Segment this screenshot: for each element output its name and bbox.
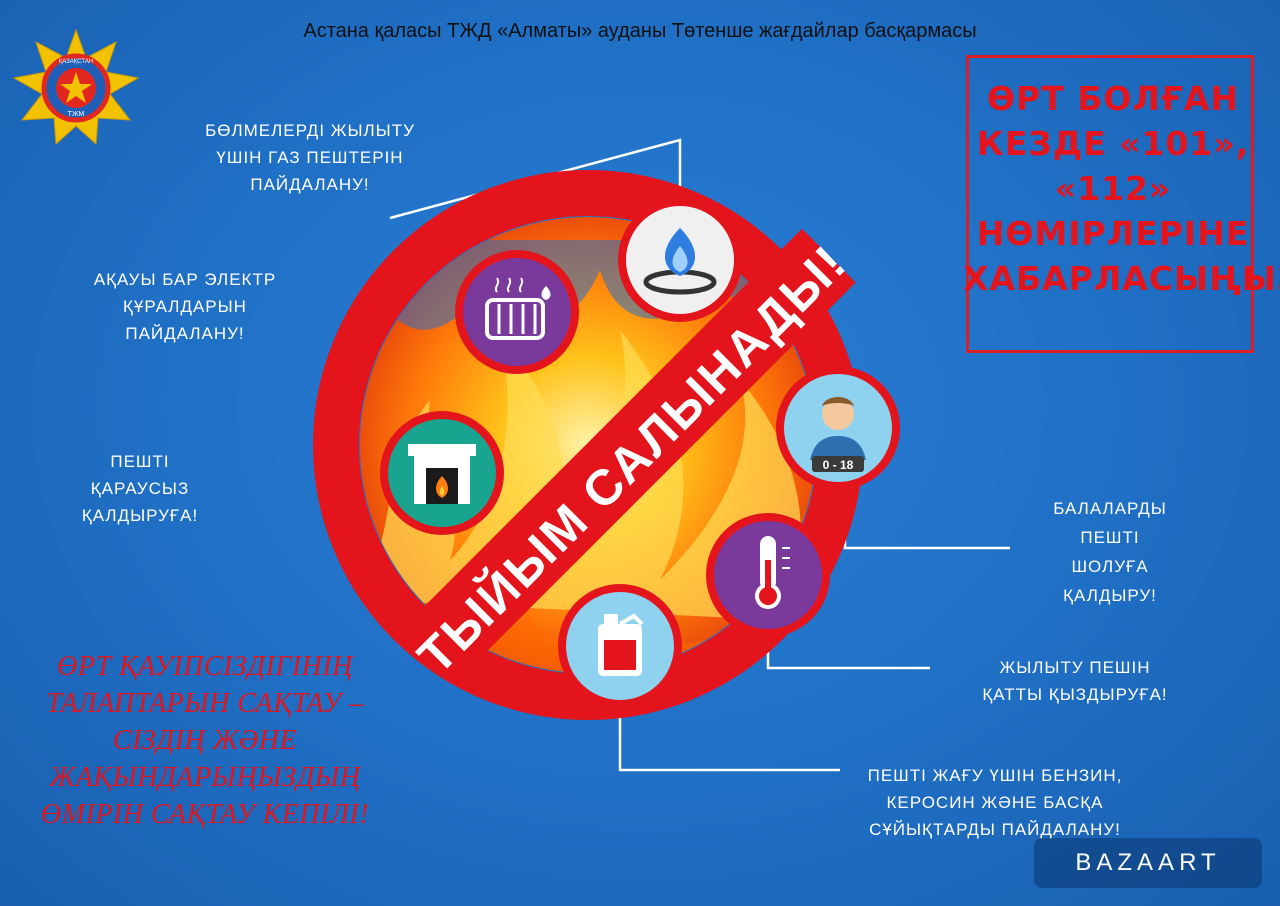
rule-label-overheat: ЖЫЛЫТУ ПЕШІН ҚАТТЫ ҚЫЗДЫРУҒА! (945, 654, 1205, 708)
warning-line-4: НӨМІРЛЕРІНЕ (976, 214, 1250, 253)
rule-label-faulty-electric: АҚАУЫ БАР ЭЛЕКТР ҚҰРАЛДАРЫН ПАЙДАЛАНУ! (55, 266, 315, 347)
gas-burner-icon (618, 198, 742, 322)
header-title: Астана қаласы ТЖД «Алматы» ауданы Төтенш… (303, 20, 977, 42)
radiator-heater-icon (455, 250, 579, 374)
rule-children-line-4: ҚАЛДЫРУ! (1063, 586, 1157, 605)
rule-unattended-line-2: ҚАРАУСЫЗ (90, 479, 190, 498)
rule-gas-line-3: ПАЙДАЛАНУ! (250, 175, 370, 194)
emblem-text-top: ҚАЗАҚСТАН (59, 59, 94, 65)
warning-line-1: ӨРТ БОЛҒАН (987, 79, 1239, 118)
fireplace-icon (380, 411, 504, 535)
rule-overheat-line-2: ҚАТТЫ ҚЫЗДЫРУҒА! (982, 685, 1168, 704)
slogan-line-5: ӨМІРІН САҚТАУ КЕПІЛІ! (40, 799, 370, 830)
rule-label-children: БАЛАЛАРДЫ ПЕШТІ ШОЛУҒА ҚАЛДЫРУ! (1010, 494, 1210, 610)
rule-unattended-line-1: ПЕШТІ (110, 452, 170, 471)
rule-gasoline-line-1: ПЕШТІ ЖАҒУ ҮШІН БЕНЗИН, (867, 766, 1123, 785)
rule-gas-line-2: ҮШІН ГАЗ ПЕШТЕРІН (216, 148, 404, 167)
rule-gas-line-1: БӨЛМЕЛЕРДІ ЖЫЛЫТУ (205, 121, 415, 140)
slogan-line-2: ТАЛАПТАРЫН САҚТАУ – (46, 688, 364, 719)
rule-electric-line-3: ПАЙДАЛАНУ! (125, 324, 245, 343)
fuel-canister-icon (558, 584, 682, 708)
slogan-line-1: ӨРТ ҚАУІПСІЗДІГІНІҢ (57, 651, 353, 682)
rule-children-line-2: ПЕШТІ (1080, 528, 1140, 547)
child-age-badge: 0 - 18 (823, 458, 854, 472)
rule-children-line-1: БАЛАЛАРДЫ (1053, 499, 1167, 518)
warning-line-5: ХАБАРЛАСЫҢЫЗ (963, 259, 1280, 298)
emblem-text-bottom: ТЖМ (68, 111, 85, 118)
rule-label-gasoline: ПЕШТІ ЖАҒУ ҮШІН БЕНЗИН, КЕРОСИН ЖӘНЕ БАС… (820, 762, 1170, 843)
rule-label-unattended-stove: ПЕШТІ ҚАРАУСЫЗ ҚАЛДЫРУҒА! (40, 448, 240, 529)
thermometer-icon (706, 513, 830, 637)
slogan-line-3: СІЗДІҢ ЖӘНЕ (112, 725, 298, 756)
fire-safety-slogan: ӨРТ ҚАУІПСІЗДІГІНІҢ ТАЛАПТАРЫН САҚТАУ – … (20, 648, 390, 833)
rule-label-gas-stove: БӨЛМЕЛЕРДІ ЖЫЛЫТУ ҮШІН ГАЗ ПЕШТЕРІН ПАЙД… (160, 117, 460, 198)
rule-children-line-3: ШОЛУҒА (1071, 557, 1149, 576)
connector-children (843, 480, 1010, 550)
warning-line-2: КЕЗДЕ «101», (976, 124, 1250, 163)
warning-line-3: «112» (1054, 169, 1172, 208)
emergency-service-star-emblem-icon: ҚАЗАҚСТАН ТЖМ (12, 28, 140, 146)
rule-overheat-line-1: ЖЫЛЫТУ ПЕШІН (999, 658, 1151, 677)
bazaart-watermark: BAZAART (1034, 838, 1262, 888)
rule-gasoline-line-3: СҰЙЫҚТАРДЫ ПАЙДАЛАНУ! (869, 820, 1121, 839)
rule-unattended-line-3: ҚАЛДЫРУҒА! (81, 506, 199, 525)
rule-electric-line-1: АҚАУЫ БАР ЭЛЕКТР (93, 270, 277, 289)
emergency-call-warning-text: ӨРТ БОЛҒАН КЕЗДЕ «101», «112» НӨМІРЛЕРІН… (963, 76, 1280, 301)
emergency-call-warning-box: ӨРТ БОЛҒАН КЕЗДЕ «101», «112» НӨМІРЛЕРІН… (963, 55, 1280, 353)
slogan-line-4: ЖАҚЫНДАРЫҢЫЗДЫҢ (49, 762, 361, 793)
rule-gasoline-line-2: КЕРОСИН ЖӘНЕ БАСҚА (886, 793, 1104, 812)
rule-electric-line-2: ҚҰРАЛДАРЫН (123, 297, 247, 316)
child-icon: 0 - 18 (776, 366, 900, 490)
